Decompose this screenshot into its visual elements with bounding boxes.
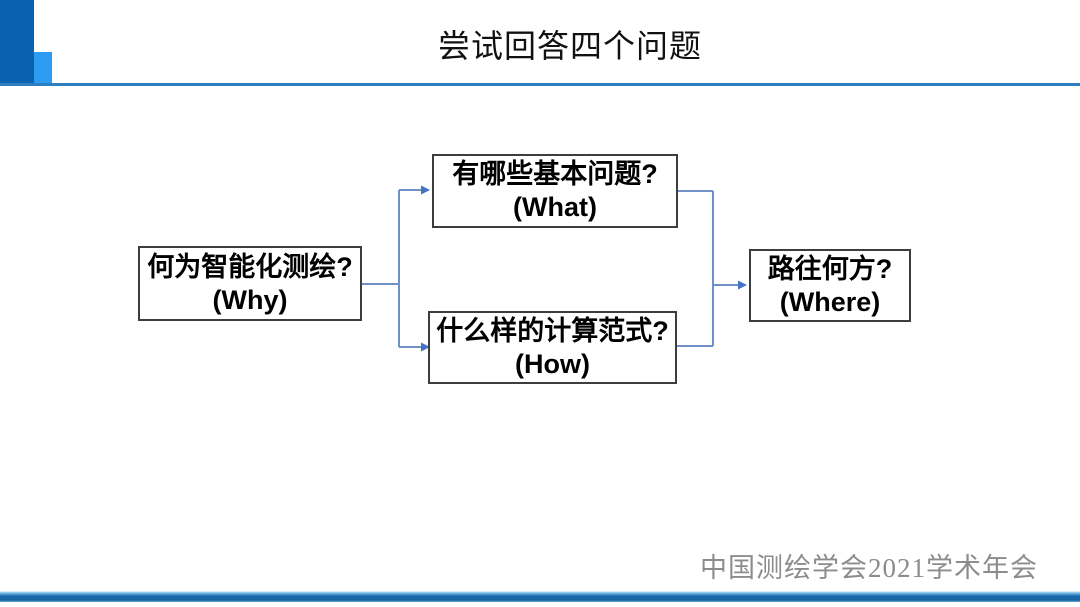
box-where-question: 路往何方? xyxy=(767,253,893,284)
box-where-label: (Where) xyxy=(779,286,881,317)
title-divider-line xyxy=(0,83,1080,86)
diagram-box-how: 什么样的计算范式? (How) xyxy=(428,311,677,384)
box-what-question: 有哪些基本问题? xyxy=(452,159,658,190)
diagram-box-where: 路往何方? (Where) xyxy=(749,249,911,322)
footer-conference-text: 中国测绘学会2021学术年会 xyxy=(700,553,1038,583)
diagram-box-what: 有哪些基本问题? (What) xyxy=(432,154,678,228)
bottom-bar xyxy=(0,591,1080,602)
box-why-label: (Why) xyxy=(212,284,288,315)
box-what-label: (What) xyxy=(513,192,597,222)
corner-light-rectangle xyxy=(34,52,52,83)
box-how-question: 什么样的计算范式? xyxy=(436,315,669,346)
box-why-question: 何为智能化测绘? xyxy=(147,251,353,282)
slide-title: 尝试回答四个问题 xyxy=(437,28,702,64)
corner-dark-rectangle xyxy=(0,0,34,83)
box-how-label: (How) xyxy=(515,348,590,379)
diagram-box-why: 何为智能化测绘? (Why) xyxy=(138,246,362,321)
